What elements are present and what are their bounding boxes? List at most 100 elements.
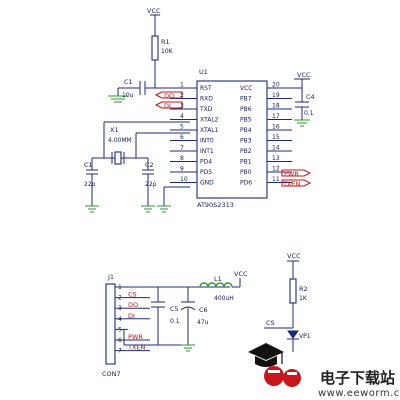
watermark-url: www.eeworm.com [318, 388, 400, 399]
c5-value: 0.1 [170, 318, 180, 325]
u1-pin-num-right: 14 [272, 145, 280, 152]
u1-pin-name-left: XTAL2 [200, 117, 219, 124]
watermark-logo [248, 343, 301, 387]
vcc-label-r2: VCC [287, 252, 301, 260]
watermark-char-2: 子 [335, 369, 350, 387]
j1-pin-num: 7 [118, 348, 122, 355]
u1-pin-num-right: 20 [272, 82, 280, 89]
l1-value: 400uH [214, 295, 234, 302]
vcc-label-u1: VCC [297, 71, 311, 79]
r1-ref: R1 [161, 38, 170, 46]
j1-net-label: DI [128, 312, 135, 320]
j1-net-label: TXEN [127, 344, 146, 352]
j1-pins: 1 2 3 4 5 6 7 [115, 284, 128, 355]
u1-pin-num-right: 13 [272, 155, 280, 162]
j1-connector: J1 1 2 3 4 5 6 7 CON7 CS DO DI PWR TXEN [102, 273, 150, 378]
u1-pin-name-right: PB7 [240, 96, 252, 103]
u1-ref: U1 [199, 68, 208, 76]
watermark-char-4: 载 [365, 369, 380, 387]
u1-pin-name-left: RST [200, 85, 212, 92]
r2-ref: R2 [299, 285, 308, 293]
u1-pin-num-right: 11 [272, 176, 280, 183]
u1-pin-num-right: 19 [272, 92, 280, 99]
cx1-value: 22p [84, 181, 96, 188]
r1-value: 10K [161, 48, 174, 55]
u1-pin-num-left: 1 [180, 82, 184, 89]
c1-ref: C1 [124, 78, 133, 86]
vcc-label-l1: VCC [234, 270, 248, 278]
led-net-label: CS [266, 319, 275, 327]
u1-pin-name-right: PB3 [240, 138, 252, 145]
c6-ref: C6 [199, 306, 208, 314]
u1-pin-num-right: 16 [272, 124, 280, 131]
u1-pin-num-left: 10 [180, 176, 188, 183]
u1-pin-name-left: RXD [200, 96, 213, 103]
u1-pin-name-right: PB1 [240, 159, 252, 166]
watermark-char-5: 站 [380, 369, 395, 387]
j1-net-label: DO [128, 301, 138, 309]
j1-ref: J1 [107, 273, 114, 281]
u1-pin-name-right: PD6 [240, 180, 252, 187]
c5-ref: C5 [170, 305, 179, 313]
watermark-char-3: 下 [350, 369, 365, 387]
j1-net-label: PWR [128, 333, 143, 341]
net-label-pwr: PWR [284, 170, 299, 178]
vcc-label-r1: VCC [147, 7, 161, 15]
u1-pin-num-right: 12 [272, 166, 280, 173]
u1-pin-name-left: PD4 [200, 159, 212, 166]
u1-right-nets: PWR TXEN [281, 169, 312, 188]
u1-pin-name-left: TXD [199, 106, 213, 113]
j1-pin-num: 1 [118, 284, 122, 291]
j1-net-label: CS [128, 291, 137, 299]
c1-reset-capacitor: C1 10u [108, 78, 190, 103]
u1-pin-num-left: 9 [180, 166, 184, 173]
x1-ref: X1 [110, 126, 119, 134]
u1-pin-name-right: PB4 [240, 127, 252, 134]
j1-part-name: CON7 [102, 370, 121, 378]
cx2-value: 22p [145, 181, 157, 188]
u1-pin-name-right: PB5 [240, 117, 252, 124]
u1-pin-name-right: PB0 [240, 169, 252, 176]
u1-pin-name-left: INT0 [200, 138, 214, 145]
u1-pin-name-right: PB6 [240, 106, 252, 113]
j1-pin-num: 4 [118, 316, 122, 323]
u1-pin-num-right: 18 [272, 103, 280, 110]
led-ref: VP1 [299, 333, 311, 340]
u1-pin-num-left: 7 [180, 145, 184, 152]
c4-decoupling: VCC C4 0.1 [294, 71, 315, 127]
watermark-char-1: 电 [320, 369, 335, 387]
net-label-do: DO [164, 92, 174, 100]
j1-pin-num: 2 [118, 295, 122, 302]
u1-pin-num-right: 15 [272, 134, 280, 141]
u1-pin-name-left: GND [200, 180, 214, 187]
x1-value: 4.00MM [108, 137, 132, 144]
r2-led-indicator: VCC R2 1K CS VP1 [264, 252, 311, 352]
watermark: 电 子 下 载 站 www.eeworm.com [248, 343, 400, 399]
j1-pin-num: 6 [118, 337, 122, 344]
j1-power-filter: C5 0.1 C6 47u VCC L1 400uH [124, 270, 248, 352]
u1-pin-num-left: 6 [180, 134, 184, 141]
l1-ref: L1 [214, 275, 222, 283]
c4-value: 0.1 [304, 110, 314, 117]
u1-pin-num-right: 17 [272, 113, 280, 120]
j1-pin-num: 5 [118, 326, 122, 333]
j1-nets: CS DO DI PWR TXEN [123, 291, 150, 352]
c4-ref: C4 [306, 93, 315, 101]
u1-left-nets: DO DI [154, 91, 183, 110]
j1-pin-num: 3 [118, 305, 122, 312]
u1-pin-name-left: PD5 [200, 169, 212, 176]
cx2-ref: C2 [145, 161, 154, 169]
u1-pin-num-left: 8 [180, 155, 184, 162]
r2-value: 1K [299, 295, 308, 302]
u1-pin-name-right: VCC [240, 85, 252, 92]
net-label-txen: TXEN [282, 180, 301, 188]
cx1-ref: C1 [84, 161, 93, 169]
u1-pin-name-left: XTAL1 [200, 127, 219, 134]
u1-part-name: AT90S2313 [197, 201, 234, 209]
c6-value: 47u [197, 319, 209, 326]
u1-pin-name-right: PB2 [240, 148, 252, 155]
u1-pin-num-left: 5 [180, 124, 184, 131]
